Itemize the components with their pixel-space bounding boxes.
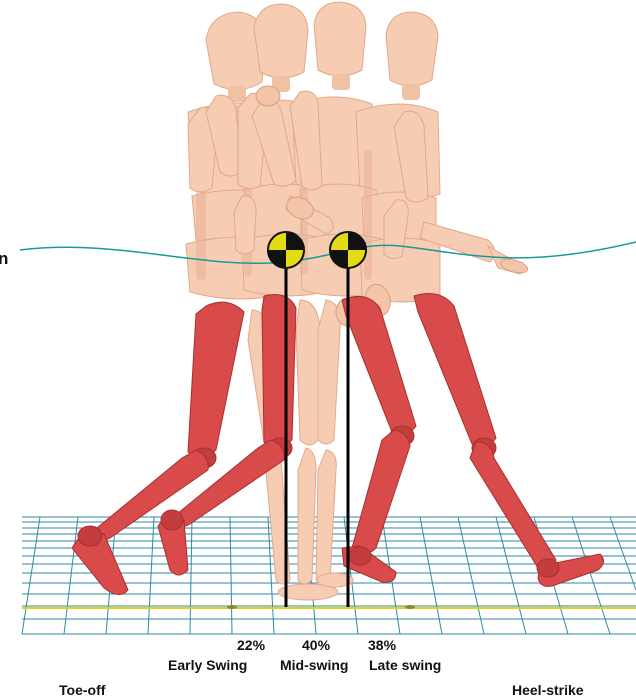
phase-percent-mid-swing: 40% [302, 637, 330, 653]
phase-label-mid-swing: Mid-swing [280, 657, 348, 673]
swing-leg-early [72, 302, 244, 594]
phase-percent-early-swing: 22% [237, 637, 265, 653]
swing-leg-late [342, 296, 416, 582]
heads [206, 2, 438, 90]
phase-label-early-swing: Early Swing [168, 657, 247, 673]
center-of-mass-icon [268, 232, 304, 268]
phase-label-late-swing: Late swing [369, 657, 441, 673]
event-label-heel-strike: Heel-strike [512, 682, 584, 698]
phase-percent-late-swing: 38% [368, 637, 396, 653]
center-of-mass-icon [330, 232, 366, 268]
swing-leg-heel-strike [414, 294, 604, 587]
edge-label: n [0, 249, 8, 269]
event-label-toe-off: Toe-off [59, 682, 105, 698]
